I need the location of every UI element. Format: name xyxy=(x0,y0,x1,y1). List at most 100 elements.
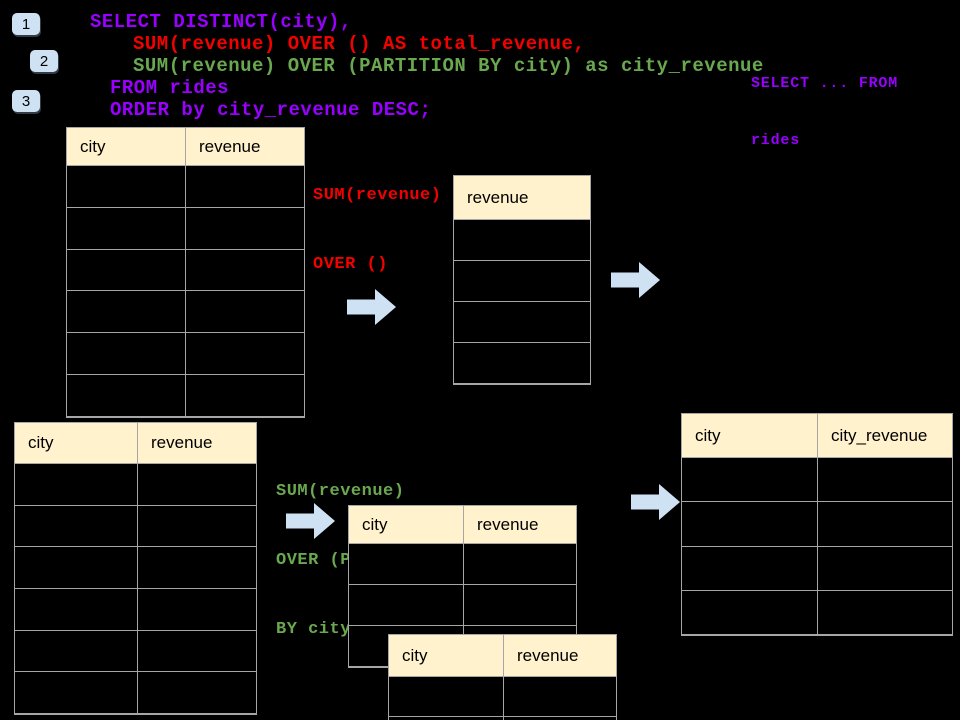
table-cell xyxy=(682,546,818,591)
table-rides-source-top: city revenue xyxy=(66,127,305,418)
table-cell xyxy=(138,547,256,590)
table-cell xyxy=(15,547,138,590)
table-header-row: city city_revenue xyxy=(682,414,952,458)
step-badge-2: 2 xyxy=(30,50,58,72)
table-cell xyxy=(454,220,590,261)
table-row xyxy=(67,249,304,292)
table-body xyxy=(67,166,304,417)
table-row xyxy=(67,291,304,334)
table-row xyxy=(389,677,616,717)
step-badge-1: 1 xyxy=(12,13,40,35)
table-cell xyxy=(15,630,138,673)
table-header-row: city revenue xyxy=(349,506,576,544)
table-header-row: city revenue xyxy=(15,423,256,464)
table-cell xyxy=(186,333,304,375)
right-arrow-icon xyxy=(286,503,335,539)
table-cell xyxy=(349,585,464,626)
from-rides-note-line1: SELECT ... FROM xyxy=(751,75,899,92)
table-cell xyxy=(67,374,186,417)
table-cell xyxy=(186,291,304,334)
table-cell xyxy=(818,502,952,547)
table-body xyxy=(682,458,952,636)
table-cell xyxy=(504,717,616,720)
table-cell xyxy=(15,672,138,715)
table-row xyxy=(349,585,576,626)
table-cell xyxy=(15,464,138,506)
column-header-revenue: revenue xyxy=(454,176,590,220)
table-row xyxy=(15,630,256,673)
column-header-city-revenue: city_revenue xyxy=(818,414,952,458)
table-header-row: city revenue xyxy=(389,635,616,677)
table-cell xyxy=(454,302,590,343)
table-city-revenue-result: city city_revenue xyxy=(681,413,953,637)
column-header-revenue: revenue xyxy=(186,128,304,166)
table-cell xyxy=(186,249,304,292)
table-cell xyxy=(682,458,818,503)
sql-line-order: ORDER by city_revenue DESC; xyxy=(110,99,432,121)
column-header-revenue: revenue xyxy=(504,635,616,677)
table-row xyxy=(15,589,256,631)
table-header-row: city revenue xyxy=(67,128,304,166)
table-cell xyxy=(138,464,256,506)
table-row xyxy=(389,717,616,720)
step-badge-label: 1 xyxy=(21,15,31,33)
table-cell xyxy=(138,589,256,631)
table-cell xyxy=(389,717,504,720)
step-badge-3: 3 xyxy=(12,90,40,112)
over-annotation-line1: SUM(revenue) xyxy=(313,186,442,205)
right-arrow-icon xyxy=(631,484,680,520)
table-cell xyxy=(186,374,304,417)
table-cell xyxy=(464,544,576,585)
table-cell xyxy=(67,207,186,250)
sql-line-from: FROM rides xyxy=(110,77,230,99)
column-header-city: city xyxy=(682,414,818,458)
column-header-city: city xyxy=(15,423,138,464)
right-arrow-icon xyxy=(611,262,660,298)
table-cell xyxy=(504,677,616,717)
table-cell xyxy=(349,544,464,585)
table-body xyxy=(389,677,616,720)
table-body xyxy=(15,464,256,715)
table-row xyxy=(454,261,590,302)
table-row xyxy=(454,343,590,384)
right-arrow-icon xyxy=(347,289,396,325)
table-cell xyxy=(67,291,186,334)
table-row xyxy=(454,220,590,261)
column-header-city: city xyxy=(349,506,464,544)
table-row xyxy=(15,547,256,590)
table-row xyxy=(682,502,952,547)
table-rides-source-bottom: city revenue xyxy=(14,422,257,716)
table-cell xyxy=(818,590,952,636)
table-row xyxy=(682,590,952,636)
sql-line-select: SELECT DISTINCT(city), xyxy=(90,11,352,33)
table-cell xyxy=(138,505,256,548)
table-cell xyxy=(682,502,818,547)
table-cell xyxy=(454,343,590,384)
table-row xyxy=(15,672,256,715)
table-body xyxy=(454,220,590,384)
table-row xyxy=(67,207,304,250)
table-header-row: revenue xyxy=(454,176,590,220)
over-annotation-line2: OVER () xyxy=(313,255,388,274)
table-cell xyxy=(186,207,304,250)
sql-line-total-revenue: SUM(revenue) OVER () AS total_revenue, xyxy=(133,33,586,55)
table-cell xyxy=(15,505,138,548)
table-row xyxy=(67,166,304,208)
table-cell xyxy=(67,333,186,375)
table-cell xyxy=(389,677,504,717)
column-header-city: city xyxy=(67,128,186,166)
partition-annotation-line1: SUM(revenue) xyxy=(276,482,405,501)
table-cell xyxy=(15,589,138,631)
table-row xyxy=(15,464,256,506)
table-cell xyxy=(138,672,256,715)
column-header-revenue: revenue xyxy=(464,506,576,544)
table-row xyxy=(15,505,256,548)
from-rides-note-line2: rides xyxy=(751,132,801,149)
table-row xyxy=(349,544,576,585)
step-badge-label: 3 xyxy=(21,92,31,110)
from-rides-note: SELECT ... FROM rides xyxy=(751,36,898,188)
table-cell xyxy=(454,261,590,302)
table-cell xyxy=(138,630,256,673)
step-badge-label: 2 xyxy=(39,52,49,70)
